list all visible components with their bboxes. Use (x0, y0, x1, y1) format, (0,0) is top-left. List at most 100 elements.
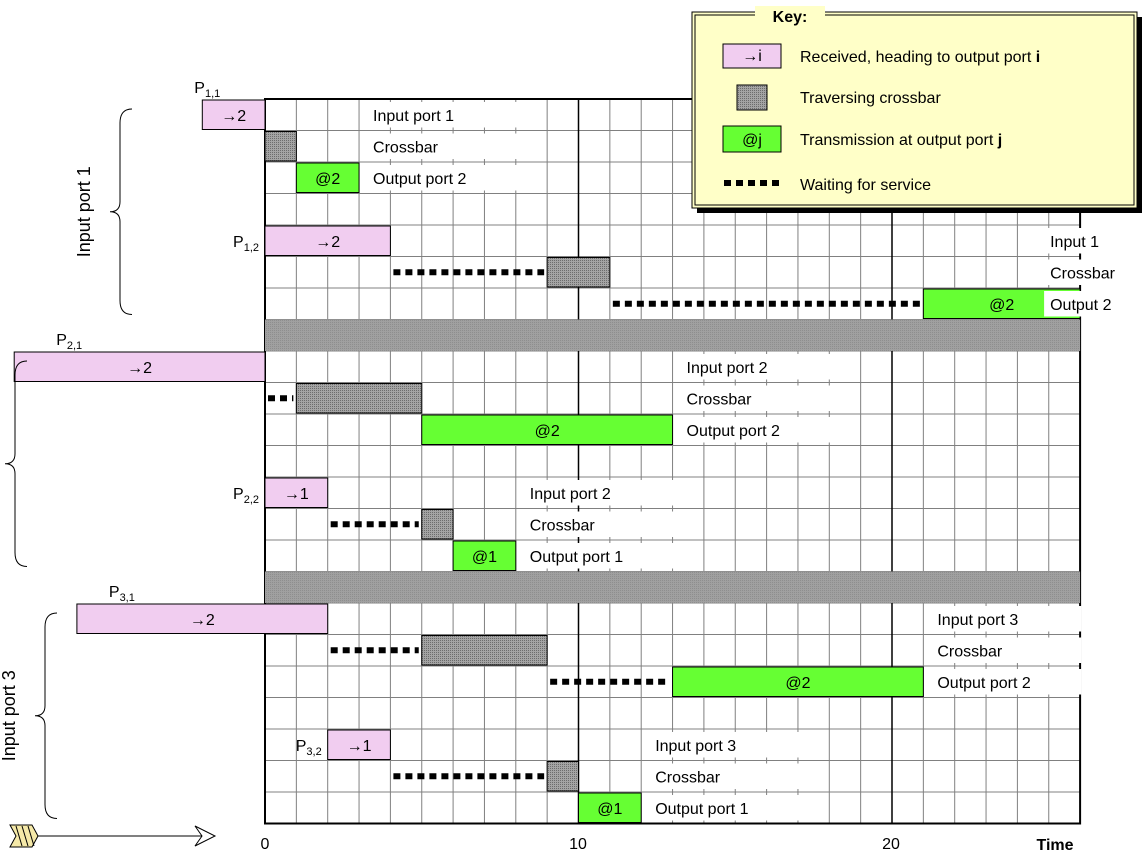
packet-name-main: P (233, 486, 244, 503)
packet-name: P2,2 (233, 486, 259, 506)
transmit-bar-label: @1 (472, 549, 497, 566)
row-label: Output port 2 (687, 423, 780, 440)
tick-label-20: 20 (882, 836, 900, 853)
row-label-background (931, 606, 1082, 632)
key-received-text: Received, heading to output port i (800, 49, 1040, 66)
received-bar-label: →2 (221, 108, 246, 125)
packet-name-subscript: 3,1 (120, 592, 135, 604)
row-label-background (649, 732, 800, 758)
packet-name-main: P (109, 584, 120, 601)
transmit-bar-label: @2 (535, 423, 560, 440)
received-bar (201, 99, 266, 130)
row-label: Crossbar (655, 770, 721, 787)
row-label: Output 2 (1050, 297, 1111, 314)
packet-name: P1,1 (194, 80, 220, 100)
row-label: Output port 2 (937, 675, 1030, 692)
key-received-swatch-label: →i (742, 48, 762, 65)
time-axis-label: Time (1036, 837, 1073, 854)
row-label-background (680, 417, 831, 443)
received-bar (264, 477, 329, 508)
row-label: Input port 1 (373, 108, 454, 125)
row-label: Input 1 (1050, 234, 1099, 251)
row-label: Input port 2 (687, 360, 768, 377)
row-label: Crossbar (530, 518, 596, 535)
key-transmit-swatch-label: @j (742, 132, 762, 149)
transmit-bar (295, 162, 360, 193)
row-label-background (931, 669, 1082, 695)
packet-name: P1,2 (233, 234, 259, 254)
received-bar-label: →2 (315, 234, 340, 251)
time-arrow-icon (9, 824, 217, 848)
row-label: Input port 3 (655, 738, 736, 755)
row-label: Output port 1 (655, 801, 748, 818)
row-label: Input port 2 (530, 486, 611, 503)
row-label-background (649, 763, 800, 789)
crossbar-bar (421, 635, 548, 666)
row-label-background (367, 165, 518, 191)
row-label-background (367, 102, 518, 128)
row-label-background (367, 133, 518, 159)
row-label: Crossbar (373, 140, 439, 157)
received-bar-label: →1 (347, 738, 372, 755)
received-bar (264, 225, 391, 256)
key-title: Key: (773, 9, 808, 26)
packet-name-main: P (233, 234, 244, 251)
received-bar-label: →2 (127, 360, 152, 377)
tick-label-10: 10 (569, 836, 587, 853)
row-label: Output port 1 (530, 549, 623, 566)
row-label: Crossbar (937, 644, 1003, 661)
transmit-bar (672, 666, 924, 697)
received-bar (13, 351, 266, 382)
packet-name-subscript: 2,1 (67, 340, 82, 352)
port-separator-bar (265, 319, 1081, 351)
packet-name-subscript: 3,2 (306, 746, 321, 758)
packet-name-main: P (296, 738, 307, 755)
key-legend: Key: →i Received, heading to output port… (691, 6, 1142, 213)
crossbar-bar (421, 509, 454, 540)
received-bar (76, 603, 329, 634)
time-axis: 0 10 20 Time (261, 836, 1074, 854)
crossbar-bar (546, 257, 611, 288)
received-bar (327, 729, 391, 760)
row-label-background (523, 480, 674, 506)
crossbar-bar (264, 131, 297, 162)
crossbar-bar (295, 383, 423, 414)
packet-name-main: P (56, 332, 67, 349)
row-label-background (649, 795, 800, 821)
row-label: Input port 3 (937, 612, 1018, 629)
row-label-background (931, 637, 1082, 663)
row-label-background (680, 385, 831, 411)
row-label-background (1044, 259, 1145, 285)
group-label: Input port 1 (74, 166, 94, 257)
transmit-bar (421, 414, 674, 445)
row-label-background (523, 543, 674, 569)
transmit-bar (452, 540, 517, 571)
group-label: Input port 3 (0, 670, 19, 761)
packet-name: P3,2 (296, 738, 322, 758)
key-transmit-text: Transmission at output port j (800, 132, 1002, 149)
group-brace (34, 612, 58, 819)
packet-name-subscript: 1,1 (205, 88, 220, 100)
port-separators (265, 319, 1081, 603)
group-brace (109, 108, 133, 315)
packet-name-subscript: 1,2 (244, 242, 259, 254)
packet-name-main: P (194, 80, 205, 97)
packet-name: P3,1 (109, 584, 135, 604)
crossbar-bar (546, 761, 580, 792)
group-brace (4, 360, 28, 567)
row-label: Crossbar (687, 392, 753, 409)
transmit-bar (578, 792, 642, 823)
port-separator-bar (265, 571, 1081, 603)
key-transmit-swatch (722, 125, 782, 153)
transmit-bar-label: @2 (785, 675, 810, 692)
key-received-swatch (722, 43, 782, 69)
row-label-background (1044, 228, 1145, 254)
packet-name-subscript: 2,2 (244, 494, 259, 506)
